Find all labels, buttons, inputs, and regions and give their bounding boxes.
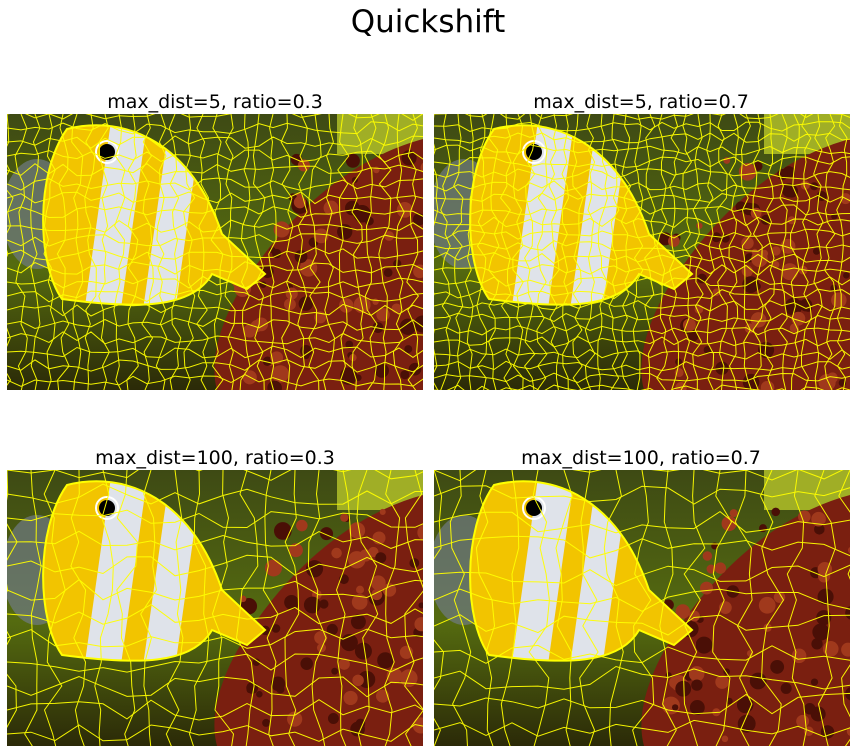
segmented-image-panel	[7, 114, 423, 390]
panel-title: max_dist=100, ratio=0.3	[95, 447, 335, 469]
panel-title: max_dist=5, ratio=0.3	[107, 91, 323, 113]
panel-title: max_dist=5, ratio=0.7	[533, 91, 749, 113]
figure-title: Quickshift	[350, 4, 506, 40]
segmented-image-panel	[434, 114, 850, 390]
segmented-image-panel	[7, 470, 423, 746]
segmented-image-panel	[434, 470, 850, 746]
panel-title: max_dist=100, ratio=0.7	[521, 447, 761, 469]
